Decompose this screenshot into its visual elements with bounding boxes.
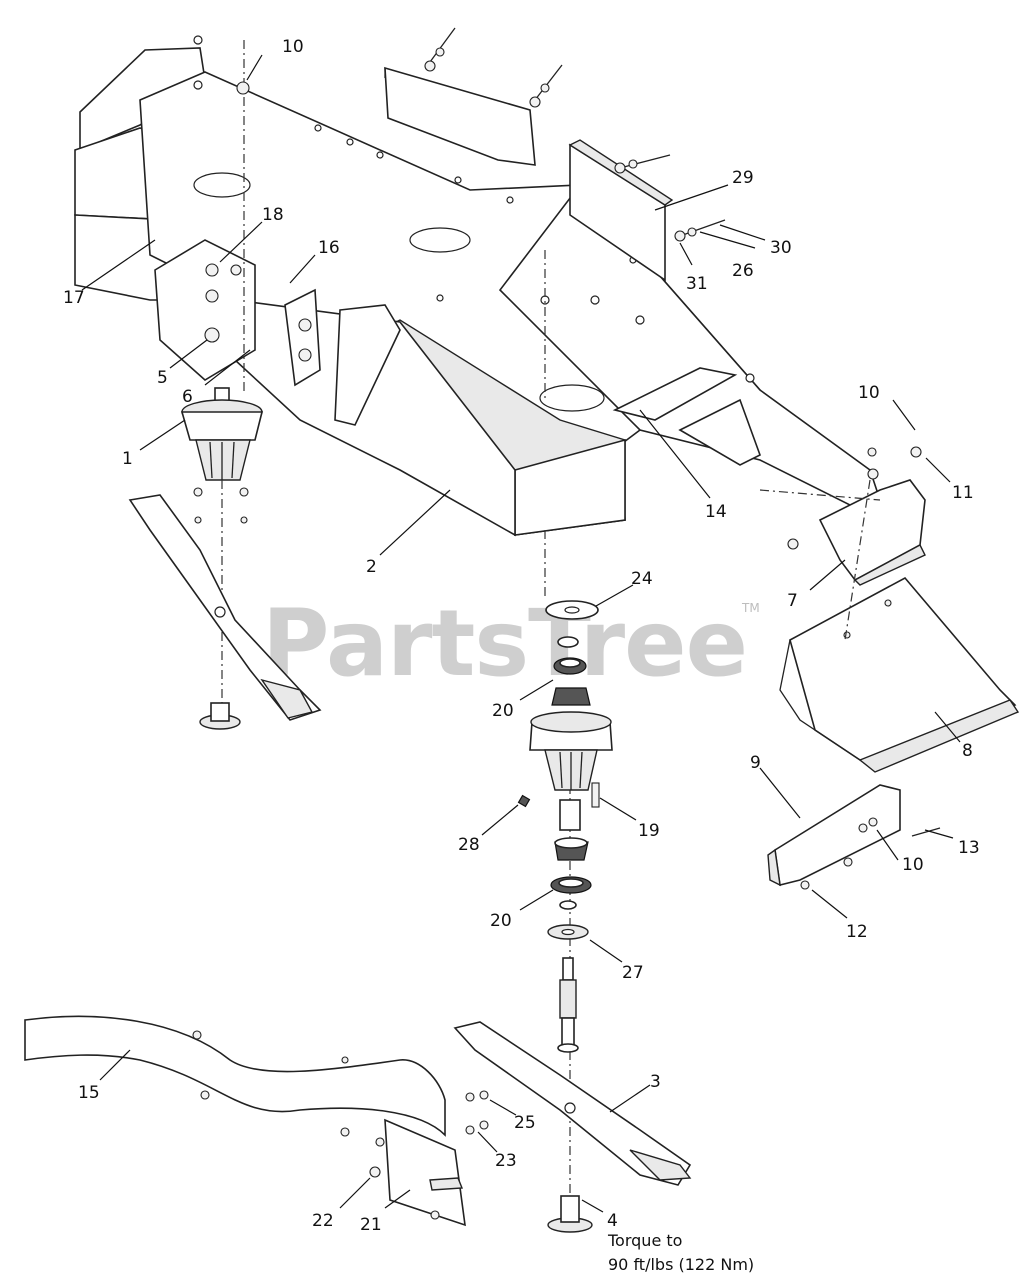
callout-14: 14 [705, 502, 727, 522]
chute-bracket [818, 479, 926, 586]
baffle-strip [384, 66, 536, 166]
callout-26: 26 [732, 261, 754, 281]
skirt-plate [340, 1118, 466, 1227]
callout-19: 19 [638, 821, 660, 841]
callout-20-upper: 20 [492, 701, 514, 721]
left-blade [128, 494, 322, 721]
deck-shell [74, 35, 881, 537]
watermark-trademark: TM [741, 601, 760, 615]
callout-29: 29 [732, 168, 754, 188]
left-spindle-assembly [180, 387, 264, 524]
callout-11: 11 [952, 483, 974, 503]
callout-22: 22 [312, 1211, 334, 1231]
watermark-text: PartsTree [262, 590, 747, 697]
callout-13: 13 [958, 838, 980, 858]
fitting-28 [517, 794, 531, 808]
callout-23: 23 [495, 1151, 517, 1171]
hinge-rod [612, 367, 761, 466]
callout-9: 9 [750, 753, 761, 773]
callout-20-lower: 20 [490, 911, 512, 931]
center-blade-adapter [547, 1195, 593, 1233]
torque-note-line1: Torque to [607, 1231, 682, 1250]
callout-27: 27 [622, 963, 644, 983]
callout-10-top: 10 [282, 37, 304, 57]
center-spindle-stack [529, 600, 613, 1053]
callout-5: 5 [157, 368, 168, 388]
callout-17: 17 [63, 288, 85, 308]
callout-8: 8 [962, 741, 973, 761]
callout-28: 28 [458, 835, 480, 855]
torque-note-line2: 90 ft/lbs (122 Nm) [608, 1255, 754, 1274]
callout-15: 15 [78, 1083, 100, 1103]
callout-4: 4 [607, 1211, 618, 1231]
callout-10-lower: 10 [902, 855, 924, 875]
skirt-hardware [465, 1090, 489, 1135]
callout-18: 18 [262, 205, 284, 225]
callout-7: 7 [787, 591, 798, 611]
callout-31: 31 [686, 274, 708, 294]
center-blade [453, 1021, 692, 1186]
leader-lines [81, 54, 961, 1213]
top-hardware [236, 27, 726, 242]
pivot-brackets [154, 239, 401, 426]
callout-6: 6 [182, 387, 193, 407]
callout-30: 30 [770, 238, 792, 258]
callout-12: 12 [846, 922, 868, 942]
callout-labels: 10 18 16 17 5 6 1 2 29 30 26 31 14 10 11… [63, 37, 980, 1235]
callout-21: 21 [360, 1215, 382, 1235]
callout-2: 2 [366, 557, 377, 577]
callout-25: 25 [514, 1113, 536, 1133]
deflector-rod [767, 784, 901, 887]
callout-3: 3 [650, 1072, 661, 1092]
discharge-chute [779, 576, 1020, 773]
callout-10-right: 10 [858, 383, 880, 403]
callout-24: 24 [631, 569, 653, 589]
lower-skirt [24, 1015, 446, 1137]
callout-16: 16 [318, 238, 340, 258]
pin-19 [591, 782, 600, 808]
callout-1: 1 [122, 449, 133, 469]
left-blade-adapter [199, 702, 241, 730]
